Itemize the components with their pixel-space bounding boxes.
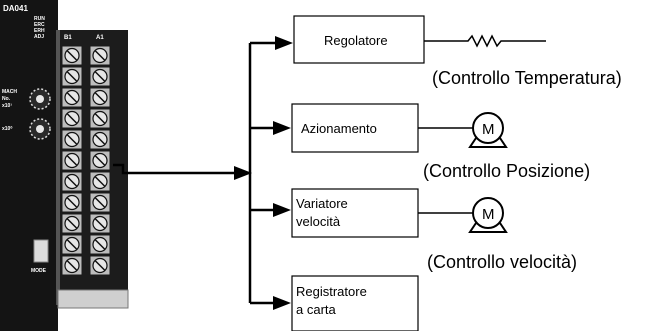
terminal-col-b-label: B1 (64, 35, 72, 41)
device-label-registratore-line2: a carta (296, 302, 337, 317)
device-box-regolatore (293, 15, 425, 64)
output-wiring (113, 43, 252, 303)
screw-terminal-b-7 (61, 171, 83, 192)
device-label-variatore-line1: Variatore (296, 196, 348, 211)
device-label-registratore-line1: Registratore (296, 284, 367, 299)
caption-posizione: (Controllo Posizione) (423, 161, 590, 181)
mach-no-label: No. (2, 96, 11, 102)
caption-velocita: (Controllo velocità) (427, 252, 577, 272)
screw-terminal-a-11 (89, 255, 111, 276)
device-box-azionamento (291, 103, 419, 153)
main-output-arrow (234, 166, 252, 180)
module-bottom-connector (57, 289, 129, 309)
caption-temperatura: (Controllo Temperatura) (432, 68, 622, 88)
device-label-azionamento: Azionamento (301, 121, 377, 136)
motor-icon: M (468, 112, 508, 148)
rotary-switch-x10-1[interactable] (29, 88, 51, 110)
screw-terminal-b-2 (61, 66, 83, 87)
arrow-to-registratore (273, 296, 291, 310)
mach-x10-0-label: x10⁰ (2, 126, 12, 132)
screw-terminal-a-2 (89, 66, 111, 87)
motor-letter-2: M (482, 206, 495, 223)
device-label-variatore-line2: velocità (296, 214, 341, 229)
screw-terminal-a-8 (89, 192, 111, 213)
terminal-col-a-label: A1 (96, 35, 104, 41)
led-run-label: RUN (34, 16, 45, 22)
mach-label: MACH (2, 89, 17, 95)
mode-dip-switch[interactable] (33, 239, 49, 263)
analog-output-module: DA041 RUN ERC ERH ADJ B1 A1 MACH No. x10… (0, 0, 129, 331)
screw-terminal-a-4 (89, 108, 111, 129)
arrow-to-azionamento (273, 121, 291, 135)
resistor-icon (424, 34, 546, 48)
screw-terminals (61, 45, 111, 276)
led-erc-label: ERC (34, 22, 45, 28)
screw-terminal-a-1 (89, 45, 111, 66)
rotary-switch-x10-0[interactable] (29, 118, 51, 140)
screw-terminal-b-11 (61, 255, 83, 276)
mode-label: MODE (31, 268, 47, 274)
screw-terminal-b-3 (61, 87, 83, 108)
screw-terminal-b-8 (61, 192, 83, 213)
screw-terminal-b-6 (61, 150, 83, 171)
module-model-label: DA041 (3, 4, 28, 13)
screw-terminal-b-4 (61, 108, 83, 129)
motor-letter: M (482, 121, 495, 138)
screw-terminal-b-1 (61, 45, 83, 66)
led-adj-label: ADJ (34, 34, 44, 40)
led-erh-label: ERH (34, 28, 45, 34)
module-body (0, 0, 58, 331)
module-divider (56, 30, 60, 305)
device-label-regolatore: Regolatore (324, 33, 388, 48)
screw-terminal-b-5 (61, 129, 83, 150)
screw-terminal-a-6 (89, 150, 111, 171)
screw-terminal-a-9 (89, 213, 111, 234)
screw-terminal-a-7 (89, 171, 111, 192)
device-box-registratore (291, 275, 419, 331)
screw-terminal-a-5 (89, 129, 111, 150)
motor-icon-2: M (468, 197, 508, 233)
screw-terminal-b-9 (61, 213, 83, 234)
screw-terminal-a-10 (89, 234, 111, 255)
mach-x10-1-label: x10¹ (2, 103, 12, 109)
screw-terminal-a-3 (89, 87, 111, 108)
arrow-to-variatore (273, 203, 291, 217)
branch-lines (250, 41, 277, 305)
screw-terminal-b-10 (61, 234, 83, 255)
arrow-to-regolatore (275, 36, 293, 50)
